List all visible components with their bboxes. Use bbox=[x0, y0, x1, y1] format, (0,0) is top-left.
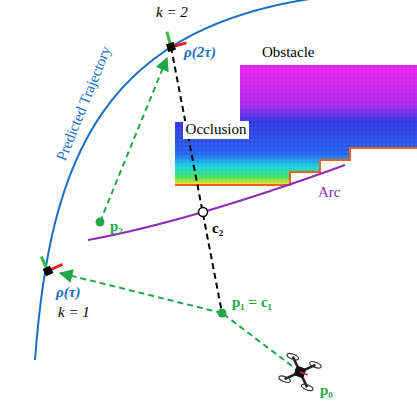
point-label: p₂ bbox=[110, 218, 123, 235]
pose-label: ρ(2τ) bbox=[184, 44, 216, 61]
step-label: k = 2 bbox=[156, 4, 188, 21]
point-p1 bbox=[218, 309, 227, 318]
arc-label: Arc bbox=[318, 184, 341, 201]
arc bbox=[88, 165, 345, 240]
pose-label: ρ(τ) bbox=[56, 284, 80, 301]
obstacle-label: Obstacle bbox=[262, 44, 314, 61]
point-p2 bbox=[96, 218, 105, 227]
obstacle-voxels bbox=[175, 65, 417, 185]
predicted-trajectory bbox=[35, 0, 340, 360]
view-arrow bbox=[100, 58, 167, 222]
path-segment bbox=[222, 313, 300, 372]
sight-line bbox=[171, 47, 222, 313]
camera-frame bbox=[163, 27, 187, 51]
voxel-texture bbox=[175, 65, 417, 185]
obstacle-edge bbox=[175, 148, 417, 185]
occlusion-label: Occlusion bbox=[183, 121, 250, 138]
point-label: p₀ bbox=[320, 382, 333, 399]
point-label: c₂ bbox=[212, 220, 223, 237]
quadrotor bbox=[278, 352, 322, 392]
camera-frame bbox=[38, 250, 65, 277]
step-label: k = 1 bbox=[58, 304, 90, 321]
point-c2 bbox=[199, 208, 208, 217]
point-label: p₁ = c₁ bbox=[232, 294, 272, 311]
